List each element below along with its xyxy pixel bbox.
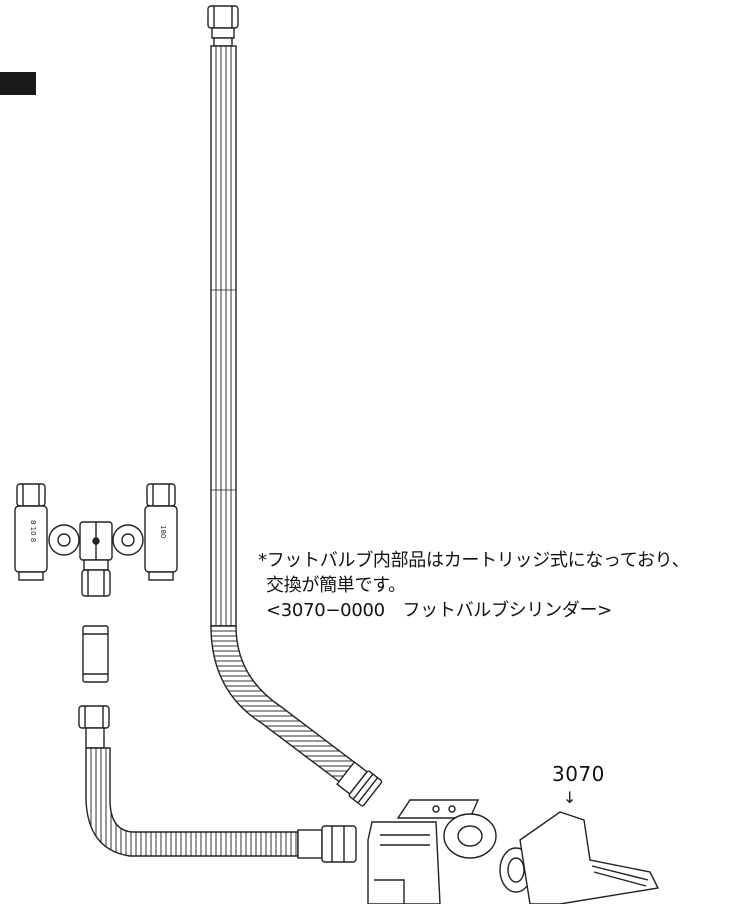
mixing-valve: [14, 483, 178, 597]
long-supply-hose: [207, 5, 383, 807]
left-valve-marking: 8 10 8: [29, 520, 37, 542]
right-valve-marking: 180: [159, 525, 167, 538]
note-line-3: <3070−0000 フットバルブシリンダー>: [266, 600, 612, 621]
note-line-2: 交換が簡単です。: [266, 575, 406, 596]
cartridge-note: *フットバルブ内部品はカートリッジ式になっており、 交換が簡単です。 <3070…: [258, 548, 690, 623]
foot-valve-assembly: [367, 799, 660, 904]
short-nipple: [82, 625, 109, 683]
part-number-arrow: ↓: [563, 788, 577, 807]
short-connecting-hose: [78, 705, 357, 863]
part-number-label: 3070: [552, 762, 605, 786]
note-line-1: *フットバルブ内部品はカートリッジ式になっており、: [258, 550, 690, 571]
corner-tab: [0, 72, 36, 95]
